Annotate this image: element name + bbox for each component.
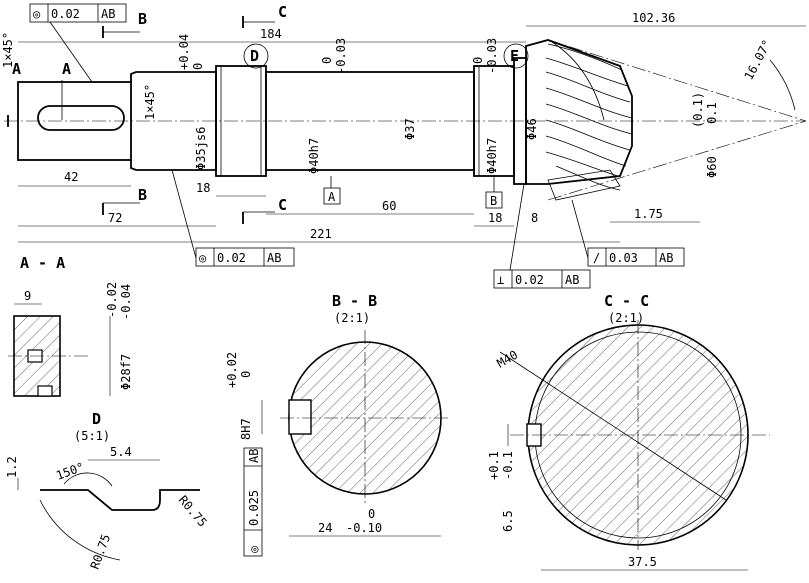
dim-102: 102.36 [632,11,675,25]
dia-35-tol-low: 0 [191,63,205,70]
dia-40b-label: Φ40h7 [485,138,499,174]
dim-42: 42 [64,170,78,184]
detail-d-dim-54: 5.4 [110,445,132,459]
view-bb-key-tol-low: 0 [239,371,253,378]
dia-40a-label: Φ40h7 [307,138,321,174]
detail-d-angle: 150° [54,460,86,483]
tolerance-frame-3: ⊥ 0.02 AB [493,183,591,289]
svg-text:AB: AB [101,7,115,21]
main-shaft-view: 16.07° A A B B C C D E 221 42 72 [1,3,807,289]
datum-b: B [490,194,497,208]
svg-text:◎: ◎ [199,251,206,265]
section-marker-b-top: B [138,10,147,28]
svg-text:AB: AB [267,251,281,265]
view-cc-thread: M40 [495,348,521,371]
dim-18a: 18 [196,181,210,195]
dim-175: 1.75 [634,207,663,221]
view-aa-tol-low: -0.04 [119,284,133,320]
detail-d: D (5:1) 1.2 5.4 150° R0.75 R0.75 [5,410,210,571]
section-marker-c-top: C [278,3,287,21]
dim-72: 72 [108,211,122,225]
tolerance-frame-4: / 0.03 AB [571,199,685,267]
tolerance-frame-1: ◎ 0.02 AB [29,3,127,83]
dim-184: 184 [260,27,282,41]
svg-text:AB: AB [247,449,261,463]
dia-46-label: Φ46 [525,118,539,140]
dim-18b: 18 [488,211,502,225]
detail-d-r1: R0.75 [88,532,114,571]
dia-60-label: Φ60 [705,156,719,178]
dia-40a-tol-low: -0.03 [334,38,348,74]
dia-60-tol: (0.1) [691,92,705,128]
dim-8: 8 [531,211,538,225]
dia-37-label: Φ37 [403,118,417,140]
view-bb-key-tol: +0.02 [225,352,239,388]
view-cc-depth: 37.5 [628,555,657,569]
svg-text:0.02: 0.02 [51,7,80,21]
section-marker-a-right: A [62,60,71,78]
view-bb-depth-tol: 0 [368,507,375,521]
section-marker-a-left: A [12,60,21,78]
view-cc-title: C - C [604,292,649,310]
view-bb-depth-tol-low: -0.10 [346,521,382,535]
view-bb-title: B - B [332,292,377,310]
detail-d-r2: R0.75 [176,493,210,530]
view-aa-dim-9: 9 [24,289,31,303]
view-aa-tol: -0.02 [105,282,119,318]
view-cc-scale: (2:1) [608,311,644,325]
svg-text:0.025: 0.025 [247,490,261,526]
detail-marker-e: E [510,47,519,65]
svg-text:◎: ◎ [247,546,261,553]
chamfer-b-label: 1×45° [143,84,157,120]
svg-text:◎: ◎ [33,7,40,21]
dia-40b-tol-low: -0.03 [485,38,499,74]
angle-label: 16.07° [742,37,775,82]
section-marker-b-bottom: B [138,186,147,204]
view-aa-dia: Φ28f7 [119,354,133,390]
view-cc-width-tol: +0.1 [487,451,501,480]
detail-marker-d: D [250,47,259,65]
dia-35-label: Φ35js6 [194,127,208,170]
view-aa: A - A 9 Φ28f7 -0.02 -0.04 [8,254,133,397]
view-aa-title: A - A [20,254,65,272]
view-bb: B - B (2:1) 8H7 +0.02 0 ◎ 0.025 AB 24 0 … [225,292,450,557]
tolerance-frame-2: ◎ 0.02 AB [171,169,295,267]
detail-d-scale: (5:1) [74,429,110,443]
dia-60-tol-low: 0.1 [705,102,719,124]
view-cc: C - C (2:1) M40 6.5 +0.1 -0.1 37.5 [487,292,770,571]
detail-d-title: D [92,410,101,428]
svg-text:0.02: 0.02 [217,251,246,265]
view-bb-depth: 24 [318,521,332,535]
svg-text:⊥: ⊥ [497,273,504,287]
dia-40a-tol: 0 [320,57,334,64]
view-cc-width-tol-low: -0.1 [501,451,515,480]
view-cc-width: 6.5 [501,510,515,532]
dia-40b-tol: 0 [471,57,485,64]
view-bb-key: 8H7 [239,418,253,440]
detail-d-dim-12: 1.2 [5,456,19,478]
svg-text:AB: AB [565,273,579,287]
chamfer-a-label: 1×45° [1,32,15,68]
dim-60: 60 [382,199,396,213]
datum-a: A [328,190,336,204]
view-bb-scale: (2:1) [334,311,370,325]
svg-text:0.03: 0.03 [609,251,638,265]
svg-text:0.02: 0.02 [515,273,544,287]
svg-text:/: / [593,251,600,265]
dim-overall-length: 221 [310,227,332,241]
dia-35-tol: +0.04 [177,34,191,70]
tolerance-frame-5: ◎ 0.025 AB [243,447,263,557]
svg-text:AB: AB [659,251,673,265]
gear-teeth [545,41,633,201]
section-marker-c-bottom: C [278,196,287,214]
